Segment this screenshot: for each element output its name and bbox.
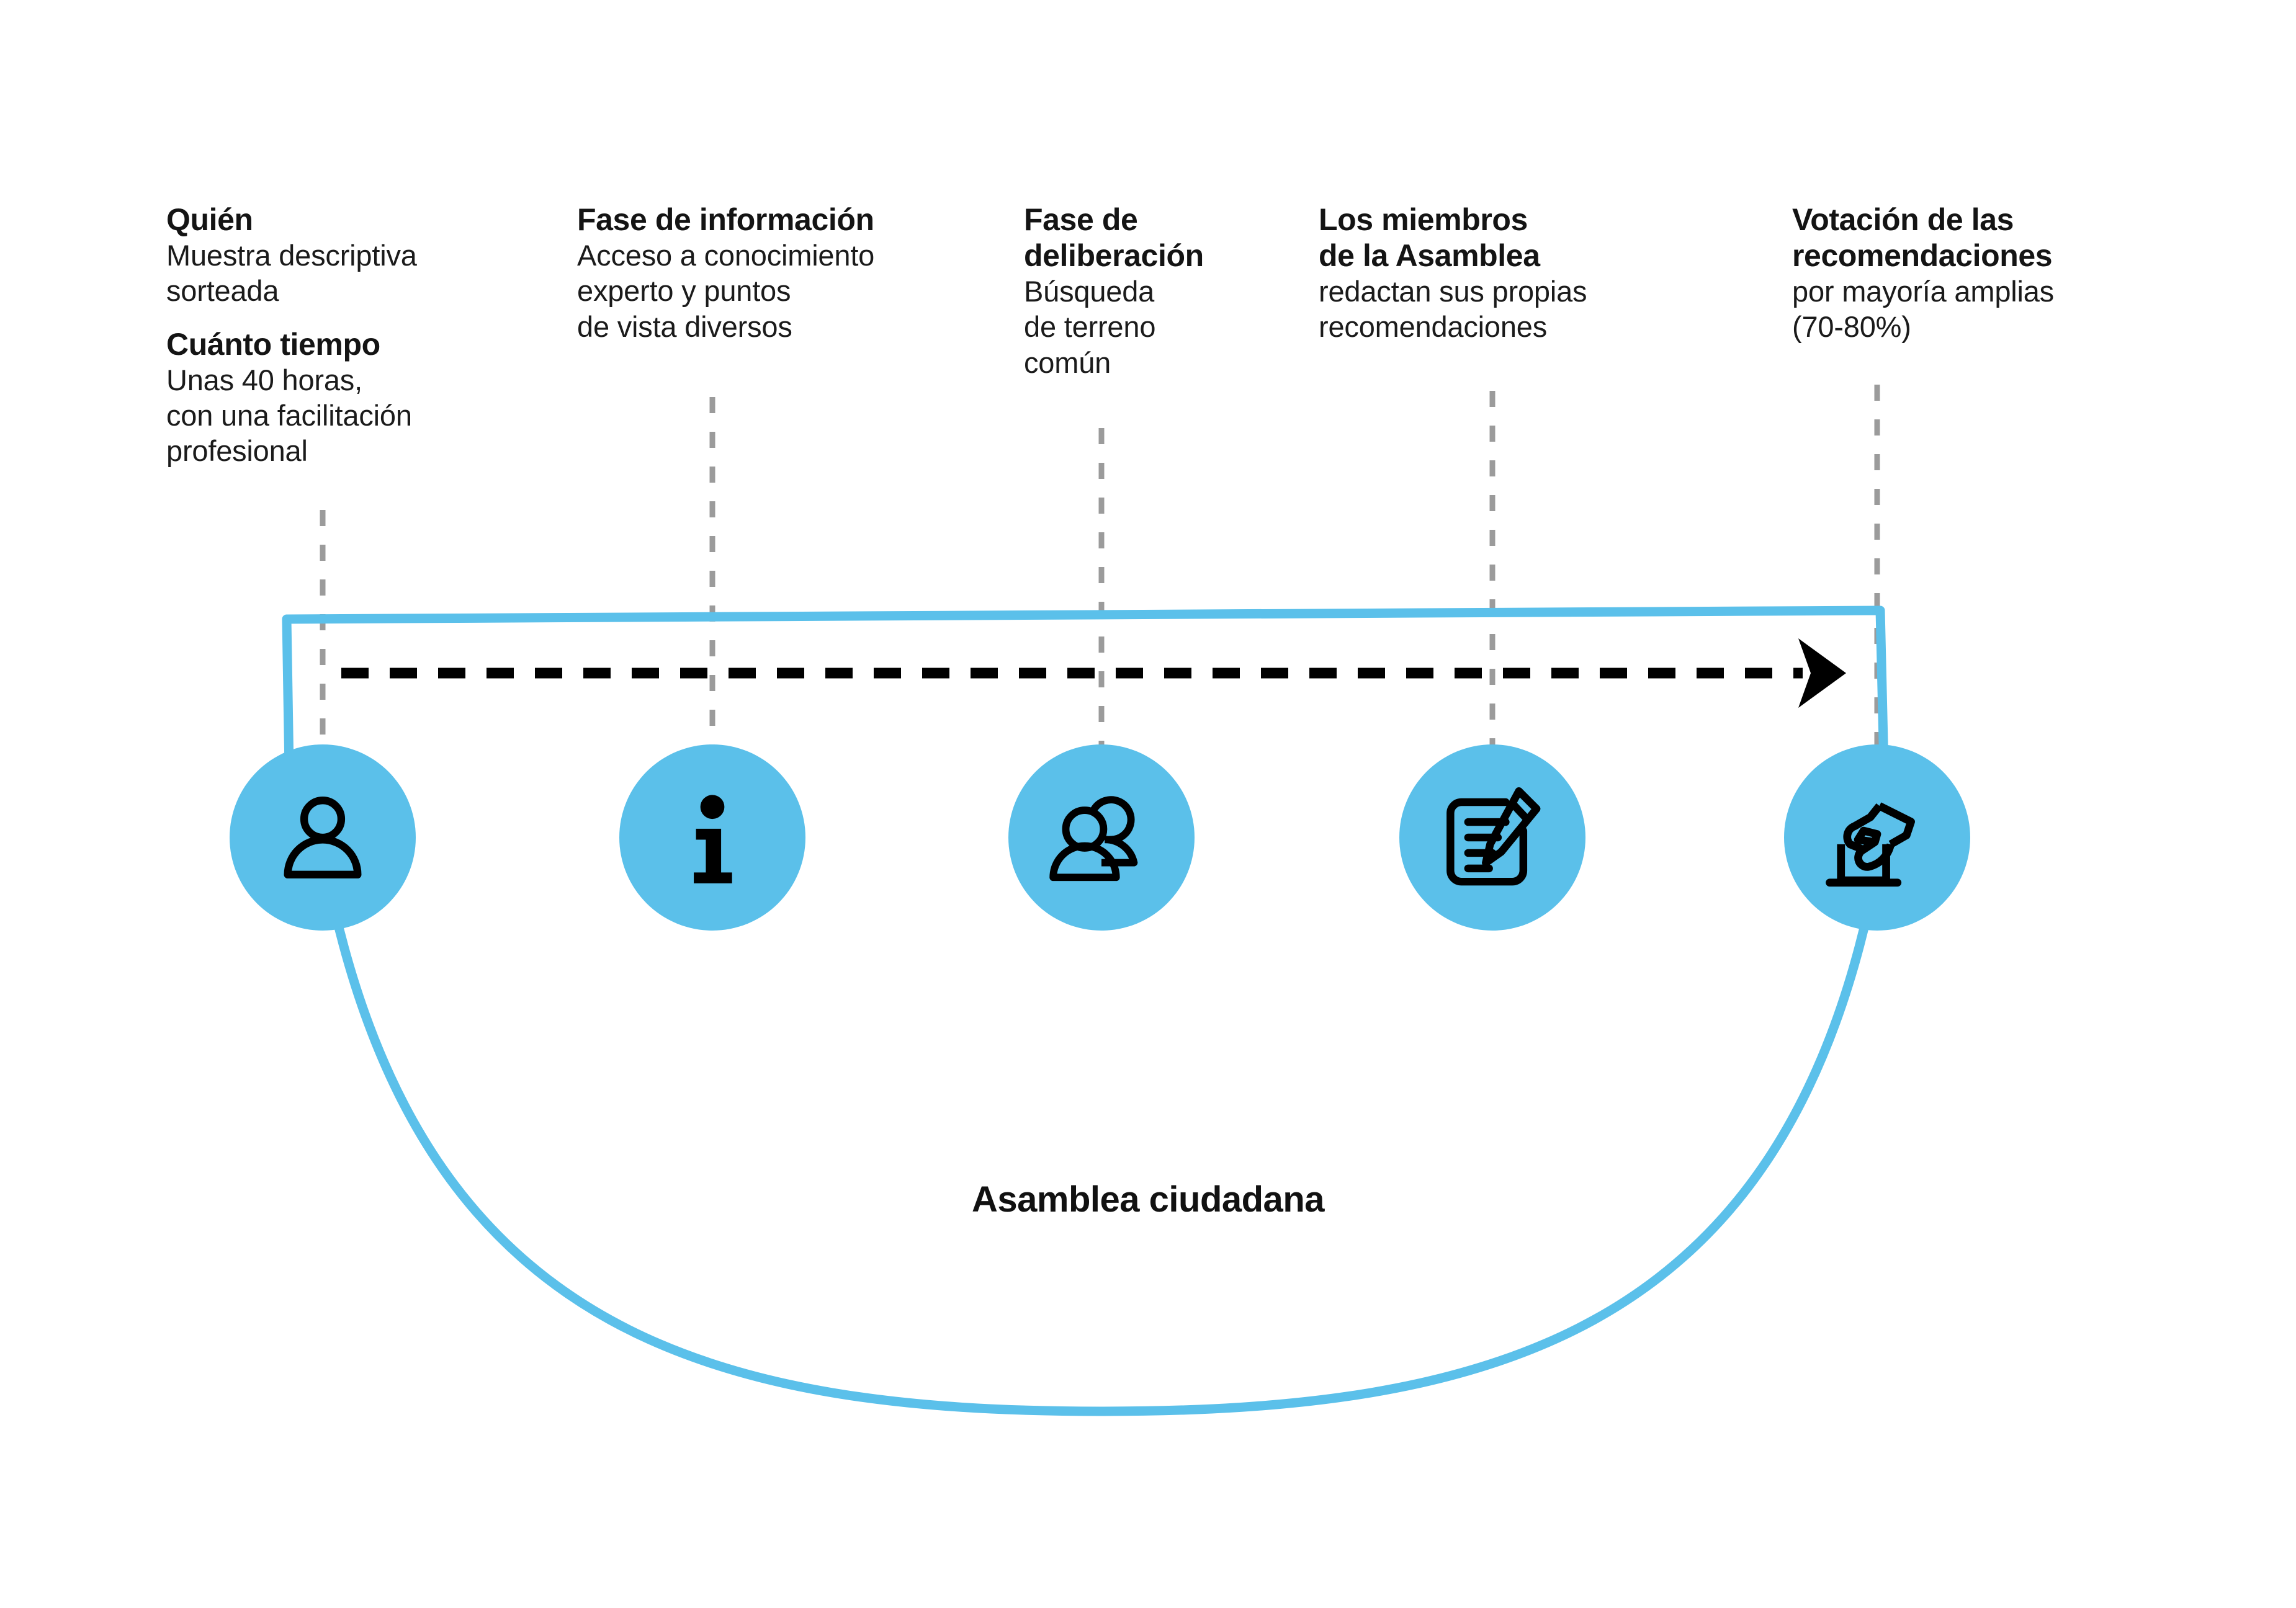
connector-dashed-lines [320,385,1880,763]
step-5-body-1: por mayoría amplias(70-80%) [1792,275,2054,344]
step-node-recomendaciones[interactable] [1399,744,1585,931]
step-label-informacion: Fase de información Acceso a conocimient… [577,202,974,344]
assembly-container-outline [282,605,1889,1416]
process-arrow-head [1798,638,1846,708]
container-bottom-arc [330,907,1873,1416]
step-1-heading-2: Cuánto tiempo [166,326,380,362]
step-1-heading-1: Quién [166,202,253,237]
person-icon [284,797,362,878]
step-node-informacion[interactable] [619,744,805,931]
diagram-caption: Asamblea ciudadana [972,1179,1325,1220]
process-arrow [341,638,1846,708]
people-group-icon [1049,796,1138,882]
step-node-quien[interactable] [230,744,416,931]
step-node-votacion[interactable] [1784,744,1970,931]
ballot-hand-icon [1826,802,1915,887]
step-node-deliberacion[interactable] [1008,744,1195,931]
information-icon [694,795,732,883]
document-pencil-icon [1446,787,1541,886]
step-2-heading-1: Fase de información [577,202,874,237]
